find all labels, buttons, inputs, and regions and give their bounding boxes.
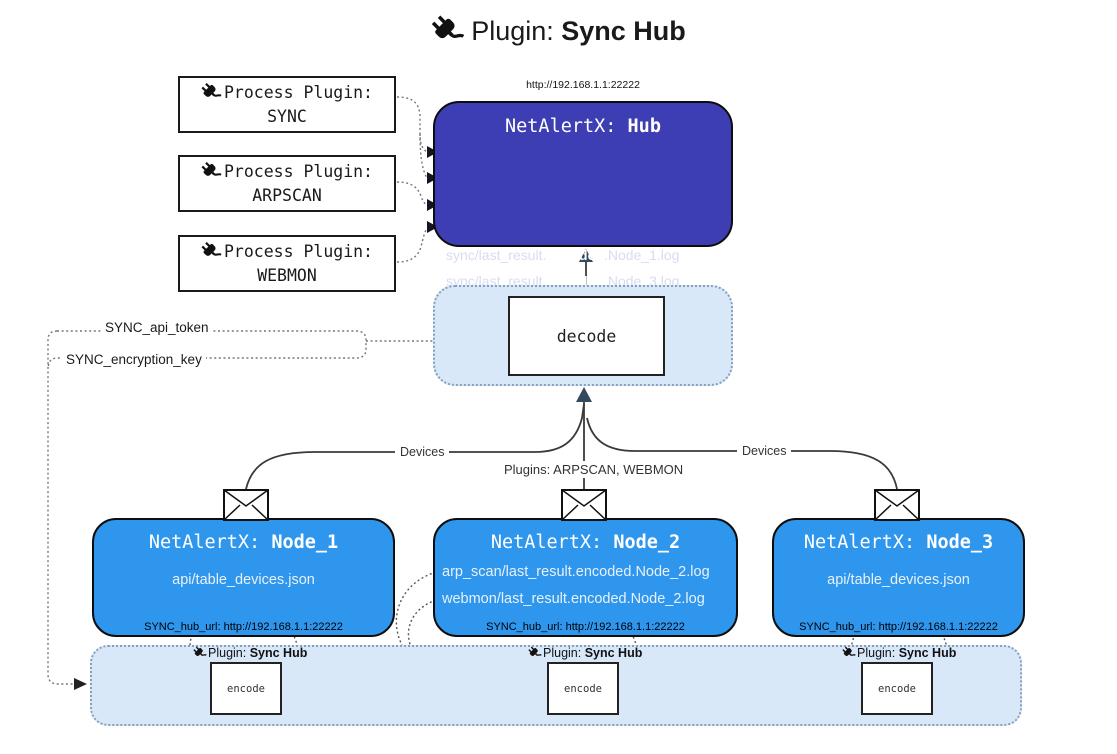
node-file-line: arp_scan/last_result.encoded.Node_2.log <box>442 564 710 580</box>
node-box-node3: NetAlertX: Node_3 api/table_devices.json… <box>772 518 1025 637</box>
node-box-node2: NetAlertX: Node_2 arp_scan/last_result.e… <box>433 518 738 637</box>
page-title: Plugin: Sync Hub <box>0 14 1117 48</box>
node-file-line: api/table_devices.json <box>172 572 315 588</box>
plug-icon <box>201 82 222 103</box>
node-hub-url: SYNC_hub_url: http://192.168.1.1:22222 <box>486 621 685 633</box>
edge-label-plugins: Plugins: ARPSCAN, WEBMON <box>499 461 689 478</box>
band-plugin-label: Plugin: Sync Hub <box>528 646 642 660</box>
plug-icon <box>431 14 465 48</box>
node-hub-url: SYNC_hub_url: http://192.168.1.1:22222 <box>799 621 998 633</box>
encode-box: encode <box>861 662 933 715</box>
node-box-node1: NetAlertX: Node_1 api/table_devices.json… <box>92 518 395 637</box>
band-plugin-label: Plugin: Sync Hub <box>193 646 307 660</box>
envelope-icon <box>561 489 607 521</box>
edge-label-devices-left: Devices <box>395 444 450 460</box>
process-plugin-box-arpscan: Process Plugin: ARPSCAN <box>178 155 396 212</box>
plug-icon <box>842 646 856 660</box>
hub-box: NetAlertX: Hub sync/last_result.decoded.… <box>433 101 733 338</box>
edge-label-devices-right: Devices <box>737 443 792 459</box>
hub-title: NetAlertX: Hub <box>505 116 661 137</box>
decode-box: decode <box>508 296 665 376</box>
process-plugin-name: ARPSCAN <box>252 185 322 205</box>
edge-process-plugins-to-hub <box>396 96 428 263</box>
hub-url-label: http://192.168.1.1:22222 <box>526 79 640 91</box>
process-plugin-box-webmon: Process Plugin: WEBMON <box>178 235 396 292</box>
sync-api-token-label: SYNC_api_token <box>101 320 213 335</box>
plug-icon <box>528 646 542 660</box>
page-title-text: Plugin: Sync Hub <box>471 15 686 46</box>
hub-log-line: sync/last_result.decoded.Node_1.log <box>446 247 680 263</box>
envelope-icon <box>223 489 269 521</box>
encode-box: encode <box>210 662 282 715</box>
process-plugin-box-sync: Process Plugin: SYNC <box>178 76 396 133</box>
process-plugin-label: Process Plugin: <box>223 161 373 181</box>
plug-icon <box>201 241 222 262</box>
node-file-line: api/table_devices.json <box>827 572 970 588</box>
envelope-icon <box>874 489 920 521</box>
node-title: NetAlertX: Node_3 <box>803 532 994 553</box>
plug-icon <box>193 646 207 660</box>
process-plugin-label: Process Plugin: <box>223 241 373 261</box>
process-plugin-name: SYNC <box>267 106 307 126</box>
band-plugin-label: Plugin: Sync Hub <box>842 646 956 660</box>
node-title: NetAlertX: Node_2 <box>490 532 681 553</box>
plug-icon <box>201 161 222 182</box>
process-plugin-label: Process Plugin: <box>223 82 373 102</box>
sync-encryption-key-label: SYNC_encryption_key <box>62 352 206 367</box>
process-plugin-name: WEBMON <box>257 265 317 285</box>
encode-box: encode <box>547 662 619 715</box>
node-title: NetAlertX: Node_1 <box>148 532 339 553</box>
node-file-line: webmon/last_result.encoded.Node_2.log <box>442 591 705 607</box>
node-hub-url: SYNC_hub_url: http://192.168.1.1:22222 <box>144 621 343 633</box>
